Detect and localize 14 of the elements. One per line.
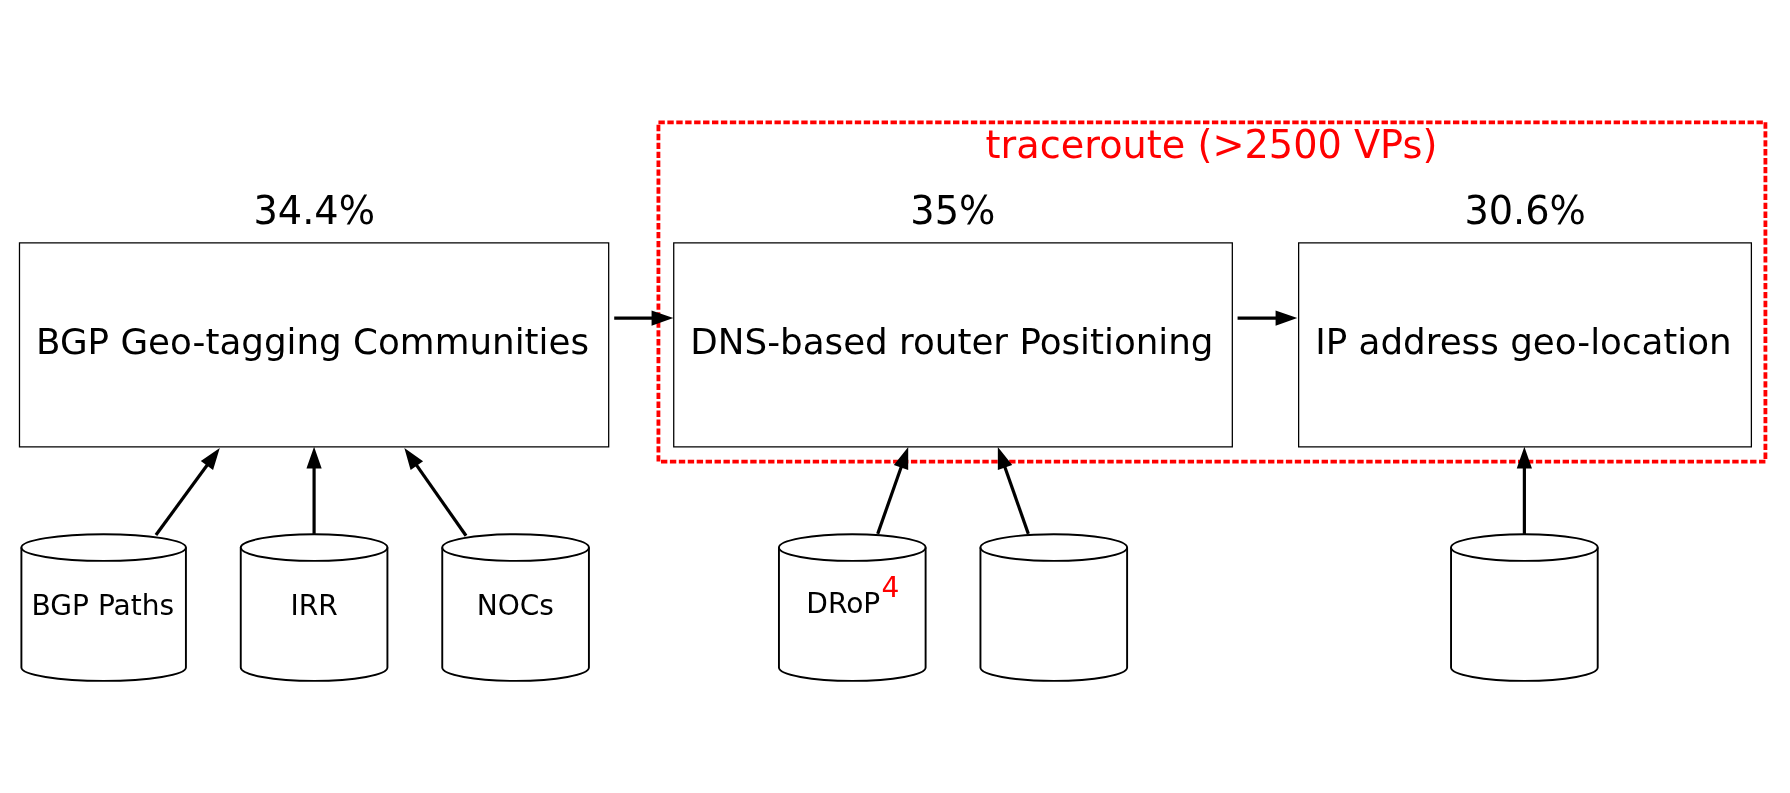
node-box: DNS-based router Positioning xyxy=(673,242,1233,448)
arrow xyxy=(306,446,322,534)
node-box: IP address geo-location xyxy=(1298,242,1753,448)
node-box: BGP Geo-tagging Communities xyxy=(18,242,610,448)
node-label: 30.6% xyxy=(1464,187,1586,233)
arrow xyxy=(614,310,674,326)
arrow xyxy=(404,447,468,537)
arrow xyxy=(154,447,220,536)
arrow xyxy=(1516,446,1532,534)
node-label: 34.4% xyxy=(253,187,376,233)
arrow xyxy=(1237,310,1298,326)
node-label: 35% xyxy=(910,187,996,233)
arrow xyxy=(876,446,909,535)
arrow xyxy=(997,446,1030,535)
